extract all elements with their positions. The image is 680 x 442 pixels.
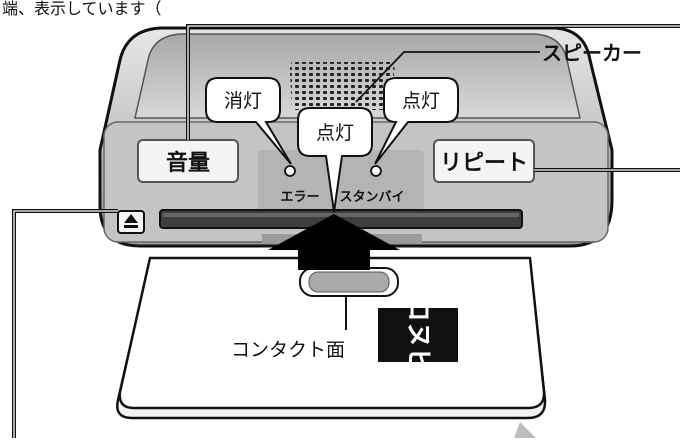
header-text: 端、表示しています（ (2, 0, 162, 18)
leader-lines (12, 24, 680, 438)
bubble-right-label: 点灯 (402, 90, 440, 112)
card-logo: コヌピ (378, 296, 458, 374)
card-logo-text: コヌピ (403, 296, 433, 374)
corner-pointer (514, 422, 536, 438)
volume-button-label: 音量 (166, 150, 210, 176)
contact-chip (299, 267, 399, 297)
bubble-center-label: 点灯 (316, 122, 354, 144)
eject-button[interactable] (117, 210, 145, 234)
volume-button[interactable]: 音量 (137, 139, 239, 183)
callout-bubble-right: 点灯 (374, 77, 459, 165)
error-led (284, 165, 296, 177)
contact-surface-label: コンタクト面 (231, 339, 345, 361)
eject-icon (124, 214, 138, 228)
callout-bubble-left: 消灯 (205, 77, 292, 165)
speaker-grille (290, 62, 395, 110)
insert-arrow (268, 214, 400, 270)
standby-indicator-label: スタンバイ (339, 190, 404, 205)
speaker-label: スピーカー (542, 41, 642, 65)
bubble-left-label: 消灯 (224, 90, 262, 112)
callout-bubble-center: 点灯 (297, 107, 373, 213)
repeat-button[interactable]: リピート (433, 139, 535, 183)
standby-led (370, 165, 382, 177)
repeat-button-label: リピート (440, 151, 528, 176)
error-indicator-label: エラー (280, 190, 319, 205)
ic-card: コンタクト面 コヌピ (116, 256, 547, 420)
